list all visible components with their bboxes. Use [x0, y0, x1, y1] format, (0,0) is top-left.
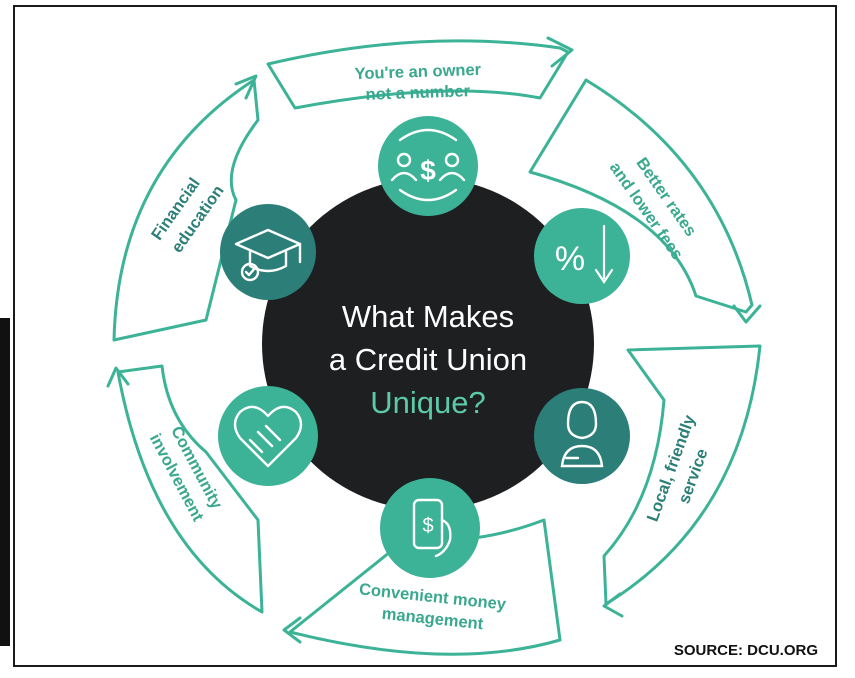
arrow-head-top-left — [234, 74, 258, 100]
segment-rates-outline — [528, 78, 754, 314]
segment-owner-outline — [266, 39, 570, 110]
arrow-head-lower-right — [602, 592, 624, 618]
segment-education-outline — [112, 78, 260, 342]
center-title-line2: a Credit Union — [329, 342, 527, 377]
svg-text:%: % — [555, 240, 585, 278]
center-title-line1: What Makes — [342, 299, 514, 334]
svg-text:$: $ — [422, 515, 433, 537]
source-credit: SOURCE: DCU.ORG — [674, 642, 818, 659]
center-circle — [262, 178, 594, 510]
svg-text:$: $ — [420, 155, 436, 186]
arrow-head-right — [732, 304, 762, 324]
graduation-cap-icon — [220, 204, 316, 300]
svg-text:not a number: not a number — [365, 82, 471, 104]
center-title-line3: Unique? — [370, 385, 485, 420]
percent-down-icon: % — [534, 208, 630, 304]
left-edge-bar — [0, 318, 10, 646]
svg-text:You're an owner: You're an owner — [354, 61, 482, 83]
arrow-head-bottom — [282, 616, 302, 644]
arrow-head-left — [106, 366, 130, 388]
heart-handshake-icon — [218, 386, 318, 486]
arrow-head-top — [546, 36, 574, 68]
label-owner: You're an owner not a number — [354, 61, 482, 104]
owners-money-icon: $ — [378, 116, 478, 216]
mobile-money-icon: $ — [380, 478, 480, 578]
service-person-icon — [534, 388, 630, 484]
segment-community-outline — [116, 364, 264, 614]
